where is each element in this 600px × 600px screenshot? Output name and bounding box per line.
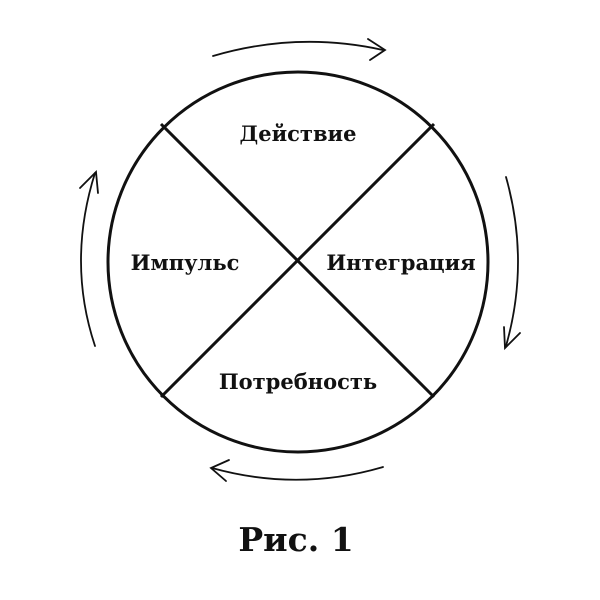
quadrant-label-bottom: Потребность xyxy=(219,369,377,394)
quadrant-label-top: Действие xyxy=(240,121,357,146)
divider-line-2 xyxy=(159,122,436,399)
figure-caption: Рис. 1 xyxy=(238,520,353,559)
top-curved-arrow-icon xyxy=(212,38,387,61)
cycle-arrows xyxy=(79,38,521,482)
cycle-circle xyxy=(106,70,490,454)
left-curved-arrow-icon xyxy=(79,170,99,347)
bottom-curved-arrow-icon xyxy=(209,459,384,482)
quadrant-label-right: Интеграция xyxy=(326,250,475,275)
right-curved-arrow-icon xyxy=(503,176,521,351)
quadrant-label-left: Импульс xyxy=(131,250,240,275)
